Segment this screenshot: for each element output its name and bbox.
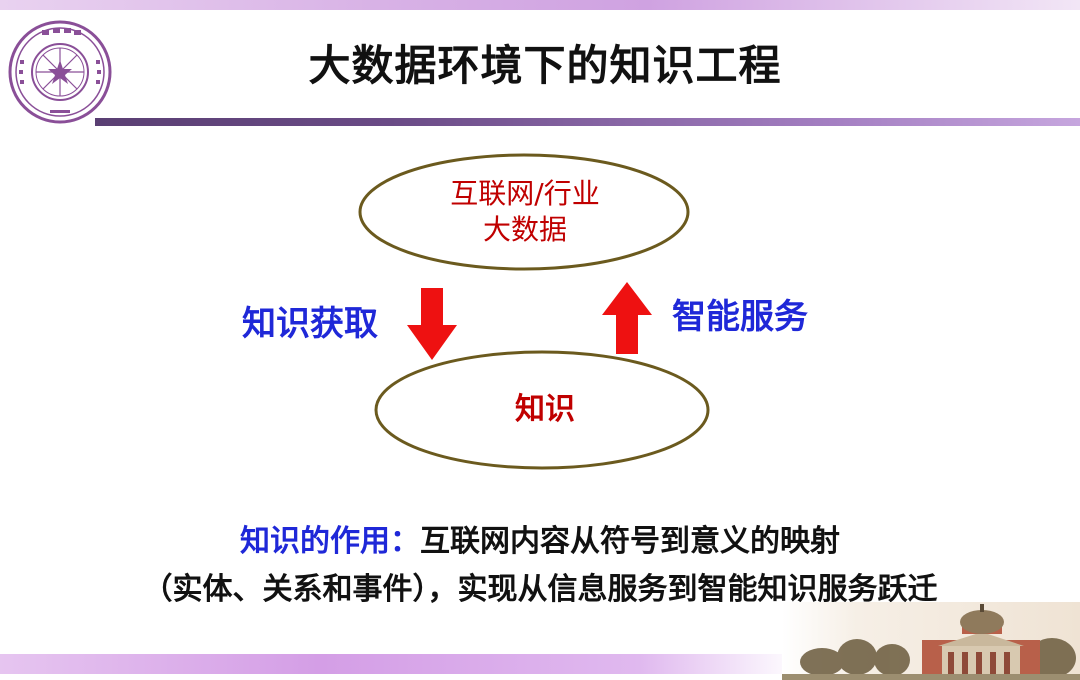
top-decorative-band: [0, 0, 1080, 10]
knowledge-acquisition-label: 知识获取: [242, 304, 378, 344]
big-data-node-line2: 大数据: [482, 213, 567, 246]
knowledge-role-text-1: 互联网内容从符号到意义的映射: [420, 524, 840, 559]
knowledge-role-key: 知识的作用：: [240, 524, 420, 559]
up-arrow-icon: [602, 282, 652, 354]
knowledge-ellipse: [374, 350, 710, 470]
knowledge-node-label: 知识: [515, 392, 575, 427]
down-arrow-icon: [407, 288, 457, 360]
bottom-decorative-band: [0, 654, 800, 674]
knowledge-role-line-2: （实体、关系和事件），实现从信息服务到智能知识服务跃迁: [142, 572, 938, 607]
page-title: 大数据环境下的知识工程: [308, 41, 782, 90]
big-data-node-label: 互联网/行业 大数据: [385, 176, 665, 248]
big-data-node-line1: 互联网/行业: [450, 177, 600, 210]
knowledge-role-line-1: 知识的作用：互联网内容从符号到意义的映射: [0, 516, 1080, 560]
campus-building-image: [782, 602, 1080, 680]
big-data-ellipse: [358, 153, 690, 271]
intelligent-service-label: 智能服务: [672, 297, 808, 337]
title-underline: [95, 118, 1080, 126]
tsinghua-logo-icon: [8, 20, 112, 124]
